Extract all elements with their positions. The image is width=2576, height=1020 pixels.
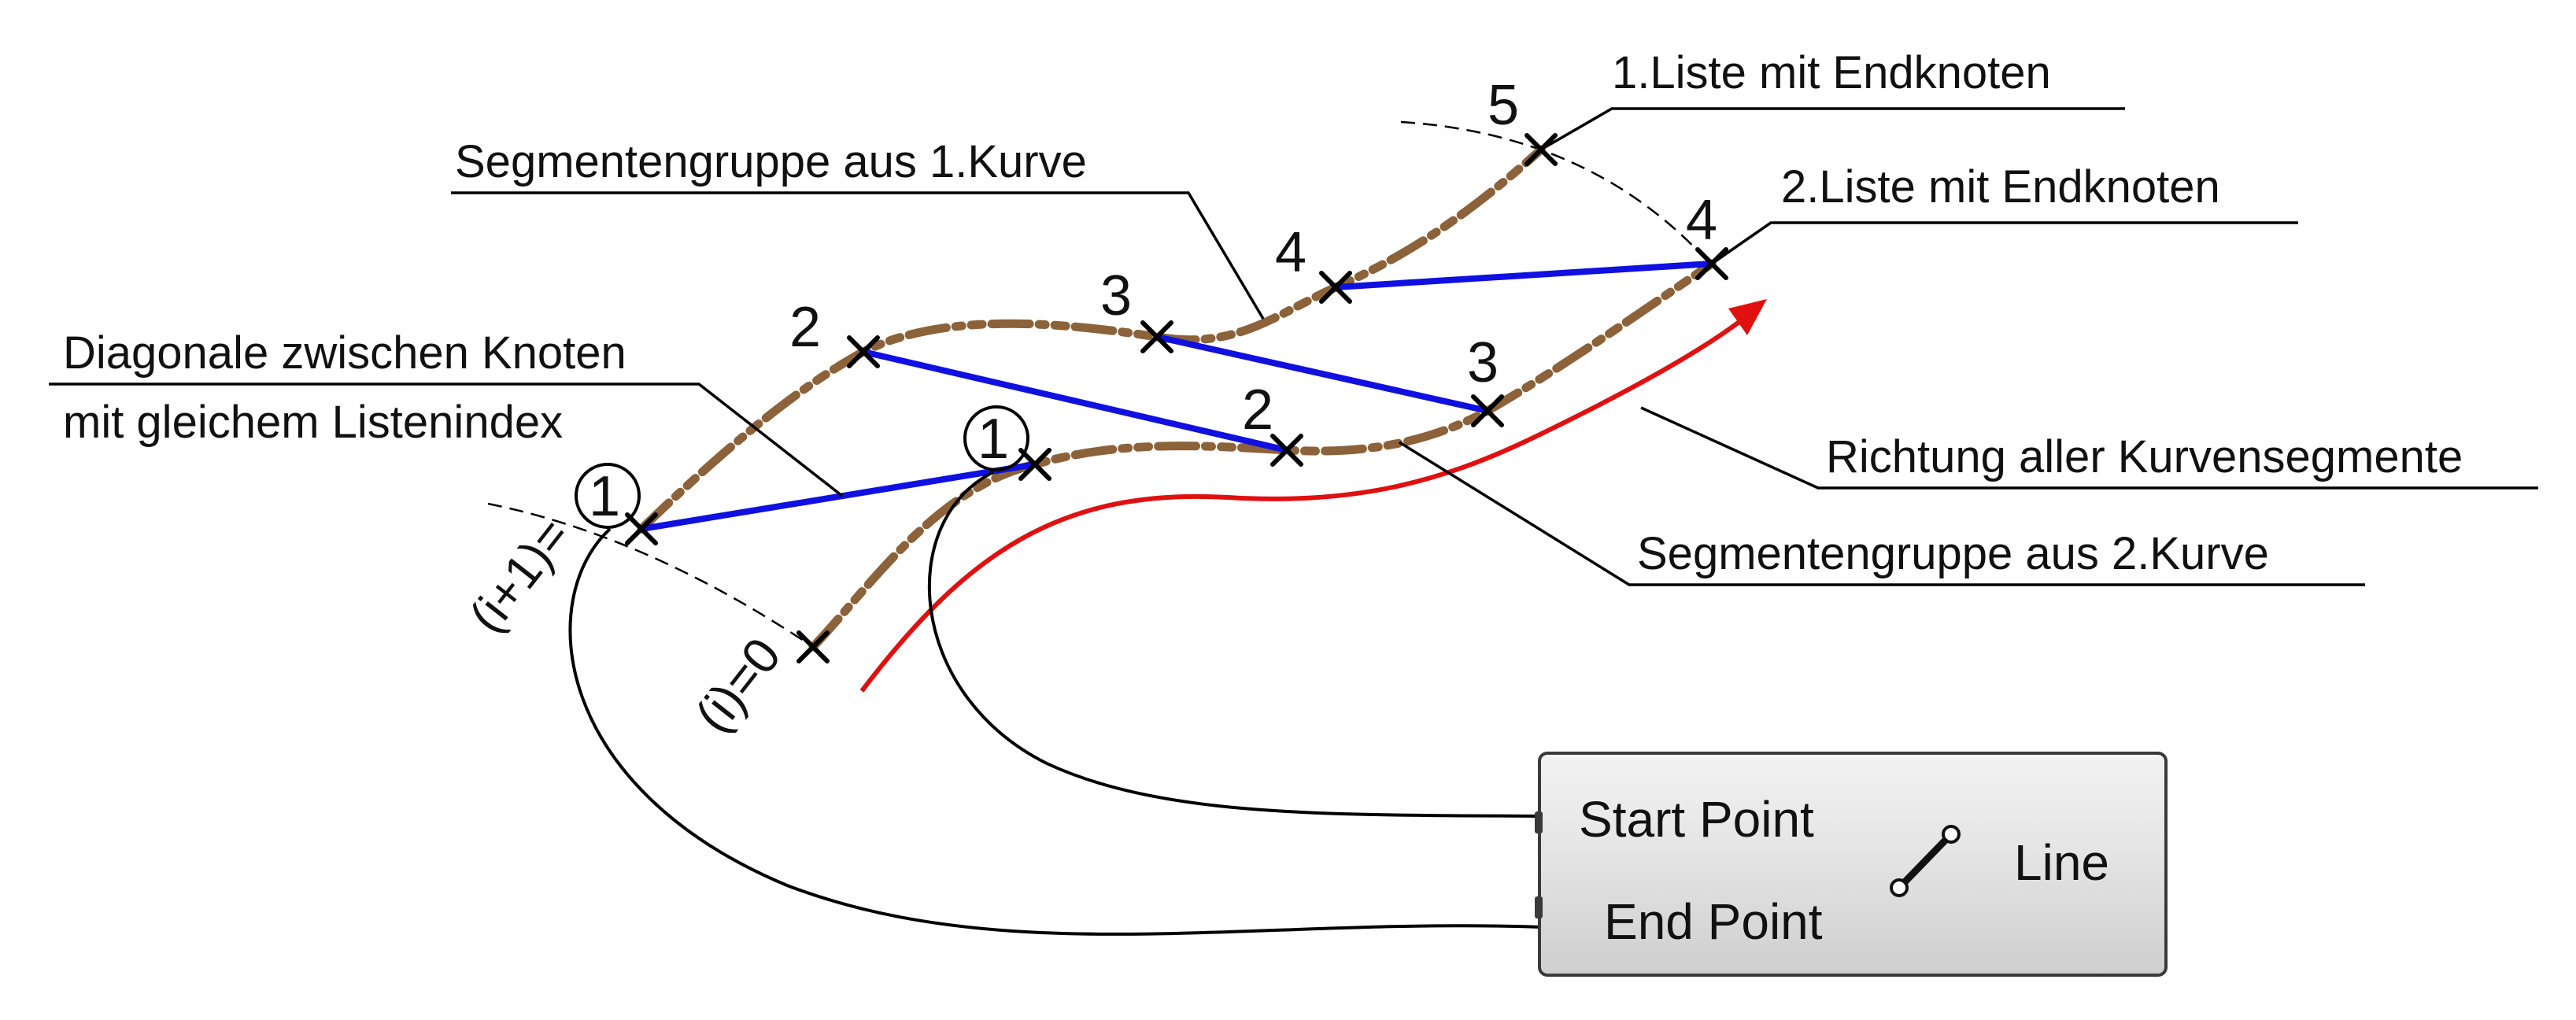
- output-line[interactable]: Line: [2014, 834, 2109, 891]
- node-marker: [796, 630, 830, 663]
- curve1-node-1: 1: [589, 465, 620, 528]
- diagonal-1: [638, 461, 1038, 532]
- wire-start-point: [927, 471, 1542, 818]
- i-index-label: (i)=0: [684, 627, 792, 743]
- end-point-port[interactable]: [1535, 896, 1543, 918]
- line-component[interactable]: Start Point End Point Line: [1535, 752, 2168, 977]
- label-direction: Richtung aller Kurvensegmente: [1826, 431, 2463, 482]
- direction-arrow: [859, 316, 1745, 693]
- input-start-point[interactable]: Start Point: [1579, 791, 1814, 848]
- node-marker: [1140, 320, 1173, 353]
- node-marker: [1319, 271, 1352, 304]
- label-diagonal-line2: mit gleichem Listenindex: [63, 397, 563, 448]
- node-markers: [625, 133, 1728, 663]
- label-group-curve1: Segmentengruppe aus 1.Kurve: [455, 136, 1087, 187]
- label-group-curve2: Segmentengruppe aus 2.Kurve: [1637, 528, 2269, 579]
- label-first-list: 1.Liste mit Endknoten: [1612, 47, 2051, 98]
- leader-first-list: [1540, 107, 2125, 151]
- node-marker: [1270, 434, 1303, 467]
- curve2-node-3: 3: [1467, 331, 1499, 394]
- node-marker: [1018, 448, 1051, 481]
- leader-group-curve2: [1399, 441, 2365, 586]
- curve1-node-5: 5: [1488, 74, 1519, 137]
- i-plus-one-label: (i+1)=: [460, 509, 581, 643]
- construction-arc-lower: [487, 502, 811, 647]
- direction-arrowhead: [1728, 299, 1767, 335]
- diagonal-3: [1154, 334, 1491, 414]
- index-1-circle-curve2: [963, 405, 1029, 471]
- node-marker: [847, 335, 880, 368]
- diagonal-2: [860, 349, 1290, 453]
- diagonal-4: [1332, 261, 1715, 290]
- curve2-node-4: 4: [1686, 189, 1717, 252]
- node-marker: [1471, 394, 1504, 427]
- line-segment-icon: [1890, 825, 1961, 897]
- label-diagonal-line1: Diagonale zwischen Knoten: [63, 327, 626, 379]
- leader-lines: [49, 107, 2538, 586]
- curve1-node-4: 4: [1275, 221, 1306, 284]
- leader-diagonal: [49, 382, 844, 497]
- node-marker: [625, 512, 658, 545]
- label-second-list: 2.Liste mit Endknoten: [1781, 161, 2220, 213]
- curve1-node-3: 3: [1100, 264, 1132, 327]
- leader-second-list: [1711, 221, 2298, 265]
- curve-1-segments: [637, 145, 1546, 534]
- leader-direction: [1640, 406, 2538, 490]
- curve2-node-2: 2: [1242, 379, 1273, 442]
- diagonals: [638, 261, 1715, 532]
- wire-end-point: [568, 527, 1542, 936]
- index-1-circle-curve1: [575, 463, 641, 529]
- leader-group-curve1: [451, 191, 1265, 320]
- curve2-node-1: 1: [978, 408, 1009, 471]
- start-point-port[interactable]: [1535, 811, 1543, 833]
- curve1-node-2: 2: [789, 296, 821, 359]
- construction-arc-upper: [1400, 120, 1707, 261]
- input-end-point[interactable]: End Point: [1604, 893, 1823, 950]
- wires: [568, 471, 1542, 936]
